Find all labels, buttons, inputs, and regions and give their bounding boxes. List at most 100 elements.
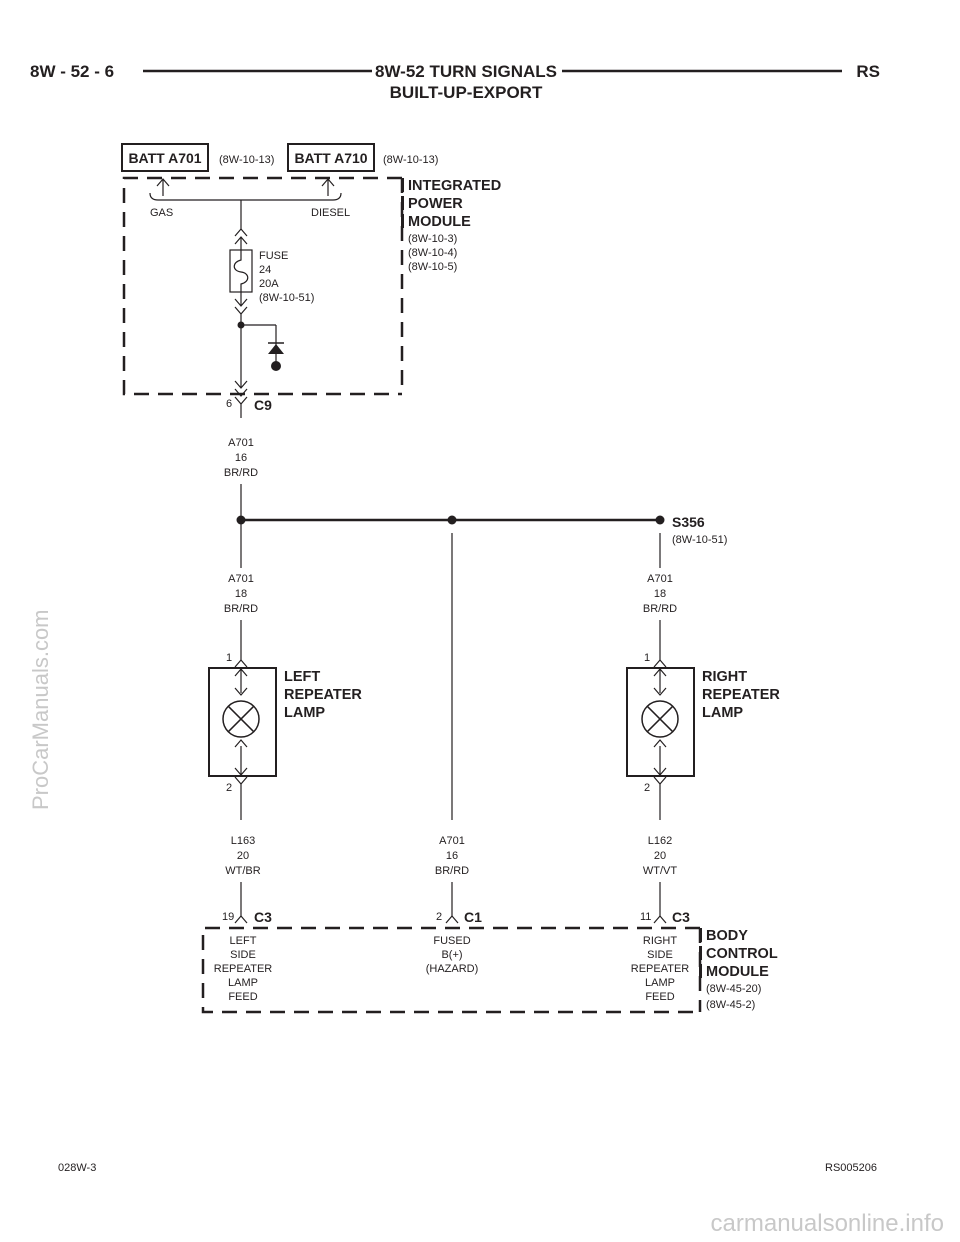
svg-text:(8W-10-51): (8W-10-51) [259, 292, 314, 304]
svg-text:BR/RD: BR/RD [224, 603, 258, 615]
svg-text:18: 18 [654, 588, 666, 600]
svg-text:RIGHT: RIGHT [702, 669, 747, 685]
svg-text:REPEATER: REPEATER [214, 963, 273, 975]
watermark-bottom: carmanualsonline.info [711, 1210, 944, 1237]
splice-dot-right [655, 515, 665, 525]
page-number: 8W - 52 - 6 [30, 62, 114, 81]
svg-text:MODULE: MODULE [706, 964, 769, 980]
diode-symbol [268, 325, 284, 371]
c9-label: C9 [254, 397, 272, 413]
svg-text:LAMP: LAMP [702, 705, 743, 721]
gas-diesel-bus [149, 192, 342, 201]
page-header: 8W - 52 - 6 8W-52 TURN SIGNALS RS BUILT-… [30, 62, 880, 102]
left-lamp-pin-top: 1 [226, 652, 232, 664]
svg-text:REPEATER: REPEATER [284, 687, 362, 703]
splice-ref: (8W-10-51) [672, 534, 727, 546]
svg-text:LAMP: LAMP [284, 705, 325, 721]
source-batt-a701: BATT A701 (8W-10-13) [121, 143, 274, 172]
svg-text:24: 24 [259, 264, 271, 276]
bcm-c3-right-name: C3 [672, 909, 690, 925]
svg-text:WT/VT: WT/VT [643, 865, 677, 877]
svg-text:INTEGRATED: INTEGRATED [408, 178, 501, 194]
bcm-connector-c1: 2 C1 FUSED B(+) (HAZARD) [426, 909, 482, 975]
svg-text:(HAZARD): (HAZARD) [426, 963, 479, 975]
fuse-label: FUSE 24 20A (8W-10-51) [259, 250, 314, 304]
svg-text:FEED: FEED [645, 991, 674, 1003]
splice-dot-center [447, 515, 457, 525]
source-batt-a710-label: BATT A710 [294, 150, 367, 166]
bcm-connector-c3-left: 19 C3 LEFT SIDE REPEATER LAMP FEED [214, 909, 273, 1003]
footer-right-code: RS005206 [825, 1162, 877, 1174]
splice-label: S356 [672, 514, 705, 530]
footer-left-code: 028W-3 [58, 1162, 96, 1174]
splice-s356: S356 (8W-10-51) [236, 514, 727, 546]
svg-text:(8W-10-3): (8W-10-3) [408, 233, 457, 245]
svg-text:BODY: BODY [706, 928, 748, 944]
svg-text:(8W-10-5): (8W-10-5) [408, 261, 457, 273]
wire-a701-18-left: A701 18 BR/RD [224, 573, 258, 615]
svg-text:BR/RD: BR/RD [435, 865, 469, 877]
svg-text:B(+): B(+) [441, 949, 462, 961]
svg-text:BR/RD: BR/RD [643, 603, 677, 615]
svg-text:16: 16 [446, 850, 458, 862]
svg-text:FUSED: FUSED [433, 935, 470, 947]
svg-text:LEFT: LEFT [230, 935, 257, 947]
diesel-label: DIESEL [311, 207, 350, 219]
watermark-side: ProCarManuals.com [28, 609, 53, 810]
bcm-c3-left-name: C3 [254, 909, 272, 925]
svg-text:LEFT: LEFT [284, 669, 320, 685]
right-repeater-lamp: 1 2 RIGHT REPEATER LAMP [626, 652, 780, 794]
svg-text:RIGHT: RIGHT [643, 935, 678, 947]
svg-text:A701: A701 [439, 835, 465, 847]
bcm-name: BODY CONTROL MODULE [699, 928, 778, 980]
right-lamp-bulb-icon [641, 700, 679, 738]
wire-l162: L162 20 WT/VT [643, 835, 677, 877]
svg-text:A701: A701 [647, 573, 673, 585]
svg-text:POWER: POWER [408, 196, 463, 212]
svg-text:SIDE: SIDE [647, 949, 673, 961]
svg-text:FUSE: FUSE [259, 250, 288, 262]
ipm-refs: (8W-10-3) (8W-10-4) (8W-10-5) [408, 233, 457, 273]
source-batt-a710-ref: (8W-10-13) [383, 154, 438, 166]
svg-text:18: 18 [235, 588, 247, 600]
left-lamp-pin-bottom: 2 [226, 782, 232, 794]
left-repeater-lamp: 1 2 LEFT REPEATER LAMP [208, 652, 362, 794]
connector-c9: 6 C9 [226, 396, 272, 413]
wire-a701-16-center: A701 16 BR/RD [435, 835, 469, 877]
svg-text:L163: L163 [231, 835, 255, 847]
svg-text:REPEATER: REPEATER [702, 687, 780, 703]
svg-text:20: 20 [654, 850, 666, 862]
fuse-24-symbol [229, 249, 253, 293]
svg-text:20A: 20A [259, 278, 279, 290]
c9-pin: 6 [226, 398, 232, 410]
page-title: 8W-52 TURN SIGNALS [375, 62, 557, 81]
svg-text:A701: A701 [228, 573, 254, 585]
gas-label: GAS [150, 207, 173, 219]
svg-text:FEED: FEED [228, 991, 257, 1003]
bcm-connector-c3-right: 11 C3 RIGHT SIDE REPEATER LAMP FEED [631, 909, 690, 1003]
gas-input-terminal [156, 178, 170, 196]
wire-a701-16-main: A701 16 BR/RD [224, 437, 258, 479]
bcm-c1-name: C1 [464, 909, 482, 925]
svg-text:A701: A701 [228, 437, 254, 449]
integrated-power-module: GAS DIESEL FUSE 24 20A (8W-10-51) [122, 176, 501, 397]
svg-text:CONTROL: CONTROL [706, 946, 778, 962]
ipm-output-terminal [234, 380, 248, 397]
right-lamp-pin-bottom: 2 [644, 782, 650, 794]
bcm-c3-right-pin: 11 [640, 911, 651, 923]
wire-a701-18-right: A701 18 BR/RD [643, 573, 677, 615]
svg-text:L162: L162 [648, 835, 672, 847]
wire-l163: L163 20 WT/BR [225, 835, 260, 877]
svg-text:MODULE: MODULE [408, 214, 471, 230]
svg-text:LAMP: LAMP [645, 977, 675, 989]
source-batt-a701-ref: (8W-10-13) [219, 154, 274, 166]
svg-text:SIDE: SIDE [230, 949, 256, 961]
svg-text:20: 20 [237, 850, 249, 862]
svg-text:LAMP: LAMP [228, 977, 258, 989]
svg-text:16: 16 [235, 452, 247, 464]
source-batt-a701-label: BATT A701 [128, 150, 201, 166]
svg-text:WT/BR: WT/BR [225, 865, 260, 877]
body-control-module: 19 C3 LEFT SIDE REPEATER LAMP FEED 2 C1 … [201, 909, 778, 1014]
header-code: RS [856, 62, 880, 81]
